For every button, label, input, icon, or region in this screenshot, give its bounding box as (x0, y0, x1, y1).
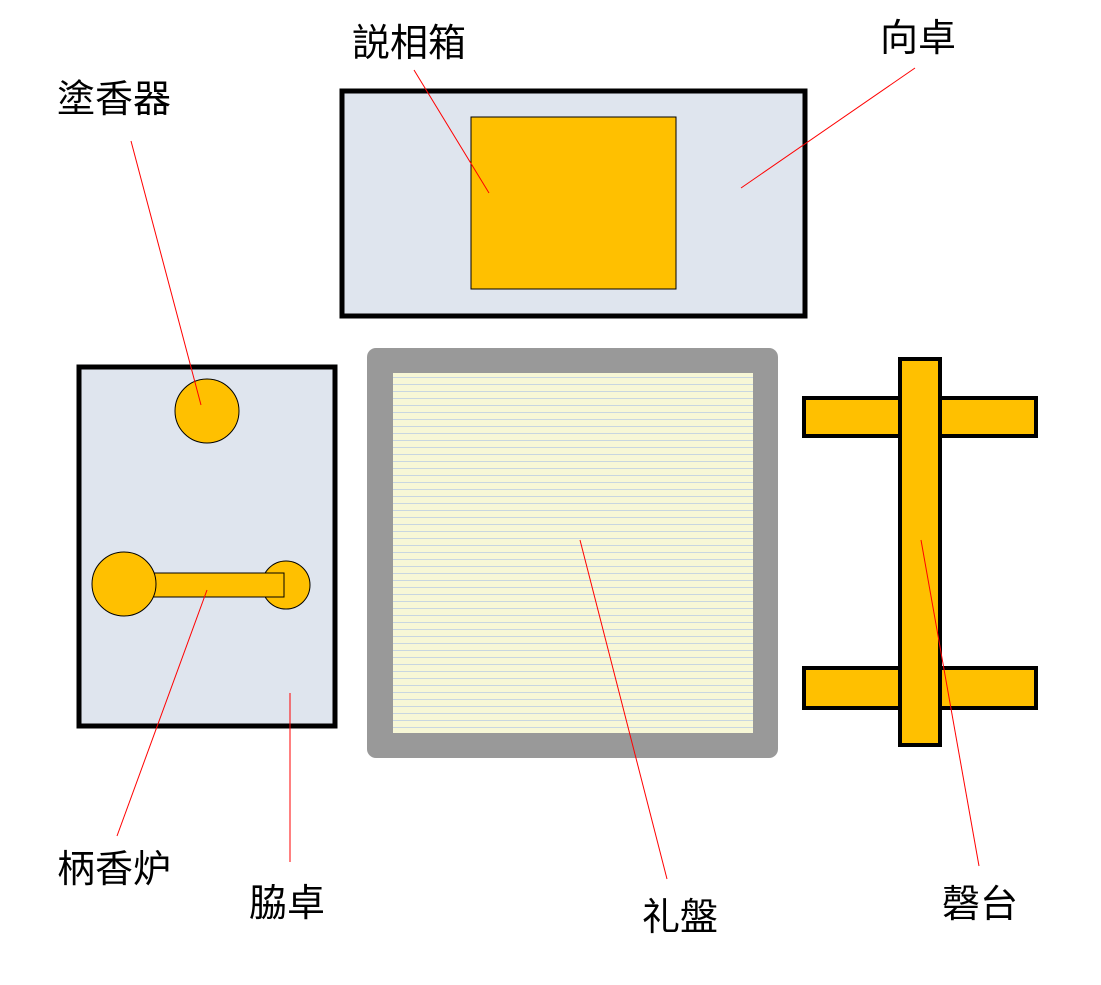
leader-raiban (579, 539, 668, 880)
handle-censer-shape (91, 551, 311, 617)
label-setsuso-box: 説相箱 (352, 21, 467, 65)
setsuso-box (470, 116, 677, 290)
kei-stand-shape (802, 357, 1038, 747)
leader-kei-stand (920, 539, 980, 867)
label-handle-censer: 柄香炉 (57, 847, 172, 891)
raiban-mat (393, 373, 753, 733)
leader-incense-tool (130, 140, 202, 406)
label-mukai-table: 向卓 (880, 16, 957, 60)
leader-handle-censer (116, 589, 208, 837)
label-side-table: 脇卓 (249, 881, 326, 925)
incense-tool-circle (174, 378, 240, 444)
leader-setsuso-box (413, 69, 490, 194)
leader-lines (116, 67, 980, 880)
label-kei-stand: 磬台 (942, 882, 1019, 926)
leader-mukai-table (740, 67, 916, 189)
label-incense-tool: 塗香器 (57, 77, 172, 121)
label-raiban: 礼盤 (642, 895, 719, 939)
